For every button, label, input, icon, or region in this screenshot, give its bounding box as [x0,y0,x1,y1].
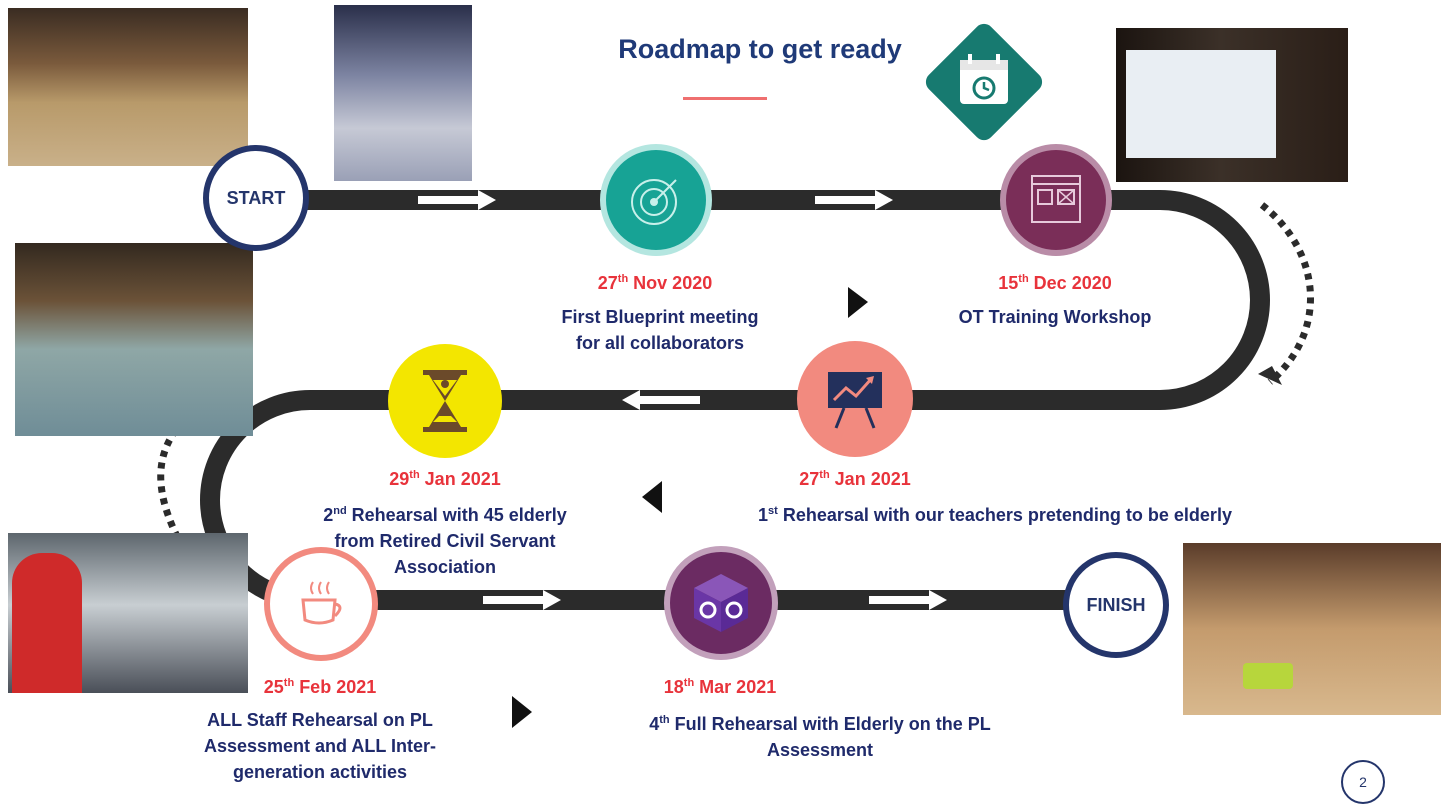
photo-activity-floor [334,5,472,181]
milestone-2-description: OT Training Workshop [958,307,1152,327]
calendar-icon [925,23,1043,141]
milestone-5-date: 25th Feb 2021 [263,677,377,697]
title-underline [683,97,767,100]
road-arrow-right [869,590,947,610]
photo-staff-rehearsal [8,533,248,693]
milestone-3-date: 27th Jan 2021 [799,469,911,489]
road-arrow-left [622,390,700,410]
milestone-6-date: 18th Mar 2021 [663,677,777,697]
milestone-3-description: 1st Rehearsal with our teachers pretendi… [758,505,1232,525]
target-icon [600,144,712,256]
milestone-2-date: 15th Dec 2020 [998,273,1112,293]
photo-hall-students [8,8,248,166]
page-title: Roadmap to get ready [618,34,902,64]
milestone-6-description: 4th Full Rehearsal with Elderly on the P… [649,714,991,760]
finish-marker: FINISH [1063,552,1169,658]
workshop-window-icon [1000,144,1112,256]
photo-hall-elderly [15,243,253,436]
page-number: 2 [1341,760,1385,804]
hourglass-icon [388,344,502,458]
road-arrow-right [815,190,893,210]
direction-triangle-left [642,481,662,513]
start-marker: START [203,145,309,251]
direction-triangle-right [848,287,868,318]
photo-workshop-projection [1116,28,1348,182]
milestone-4-description: 2nd Rehearsal with 45 elderly from Retir… [323,505,567,577]
photo-elderly-assessment [1183,543,1441,715]
direction-triangle-right [512,696,532,728]
road-arrow-right [483,590,561,610]
gear-cube-icon [664,546,778,660]
presentation-chart-icon [797,341,913,457]
milestone-1-date: 27th Nov 2020 [597,273,713,293]
road-arrow-right [418,190,496,210]
milestone-4-date: 29th Jan 2021 [389,469,501,489]
dotted-curve-right [1259,202,1314,385]
coffee-cup-icon [264,547,378,661]
